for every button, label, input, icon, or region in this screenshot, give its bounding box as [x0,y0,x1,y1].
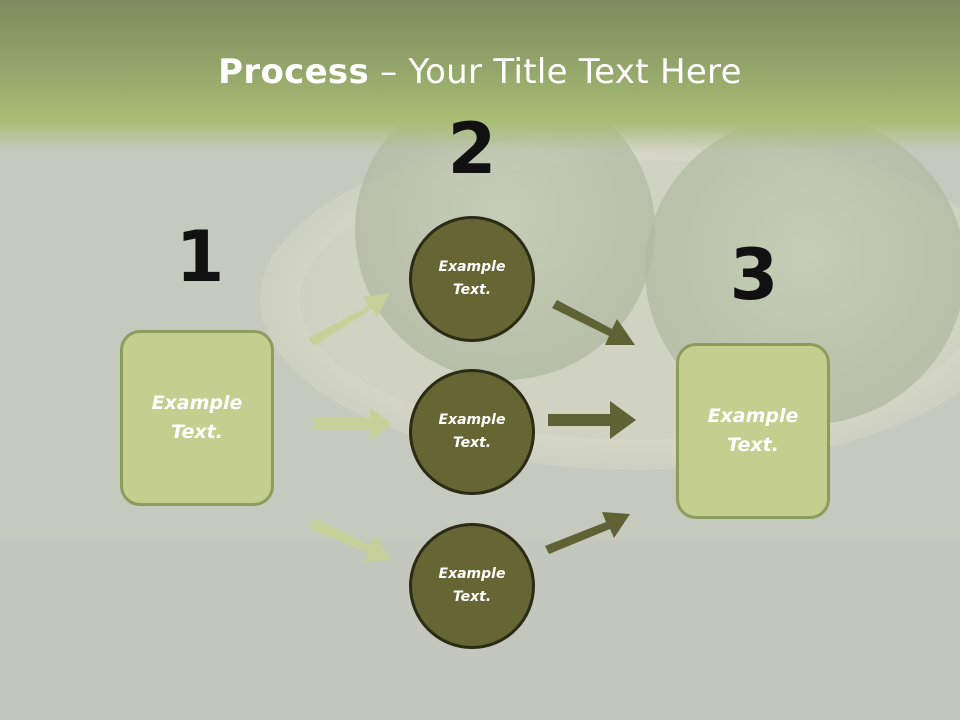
arrow-box1-to-circle3 [309,518,391,562]
process-circle-1: Example Text. [409,216,535,342]
title-rest: – Your Title Text Here [369,52,742,92]
arrow-circle2-to-box3 [548,401,636,439]
step-number-1: 1 [175,216,225,298]
title-bold: Process [218,52,370,92]
step-number-3: 3 [729,234,779,316]
process-circle-2: Example Text. [409,369,535,495]
step-box-3: Example Text. [676,343,830,519]
step-box-1-label: Example Text. [151,392,243,443]
arrow-box1-to-circle2 [314,407,392,441]
slide-title: Process – Your Title Text Here [0,52,960,92]
step-box-1: Example Text. [120,330,274,506]
process-circle-2-label: Example Text. [438,412,506,451]
arrow-box1-to-circle1 [308,293,390,346]
step-number-2: 2 [447,108,497,190]
title-band [0,0,960,150]
arrow-circle3-to-box3 [545,512,630,554]
process-circle-3-label: Example Text. [438,566,506,605]
process-circle-3: Example Text. [409,523,535,649]
step-box-3-label: Example Text. [707,405,799,456]
process-circle-1-label: Example Text. [438,259,506,298]
arrow-circle1-to-box3 [552,300,635,345]
